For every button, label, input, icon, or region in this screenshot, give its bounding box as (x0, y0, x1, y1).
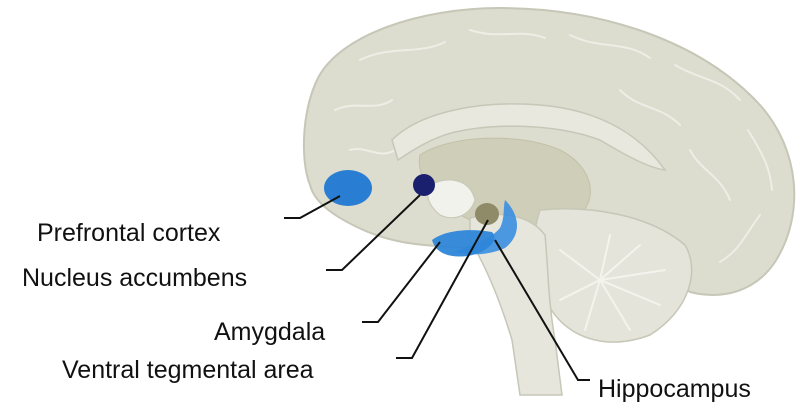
nucleus-accumbens-label: Nucleus accumbens (22, 266, 247, 291)
leader-amygdala (362, 242, 440, 322)
amygdala-label: Amygdala (214, 320, 325, 345)
nucleus-accumbens-region (413, 174, 435, 196)
ventral-tegmental-area-label: Ventral tegmental area (62, 358, 314, 383)
prefrontal-cortex-label: Prefrontal cortex (37, 221, 220, 246)
hippocampus-label: Hippocampus (598, 377, 751, 402)
